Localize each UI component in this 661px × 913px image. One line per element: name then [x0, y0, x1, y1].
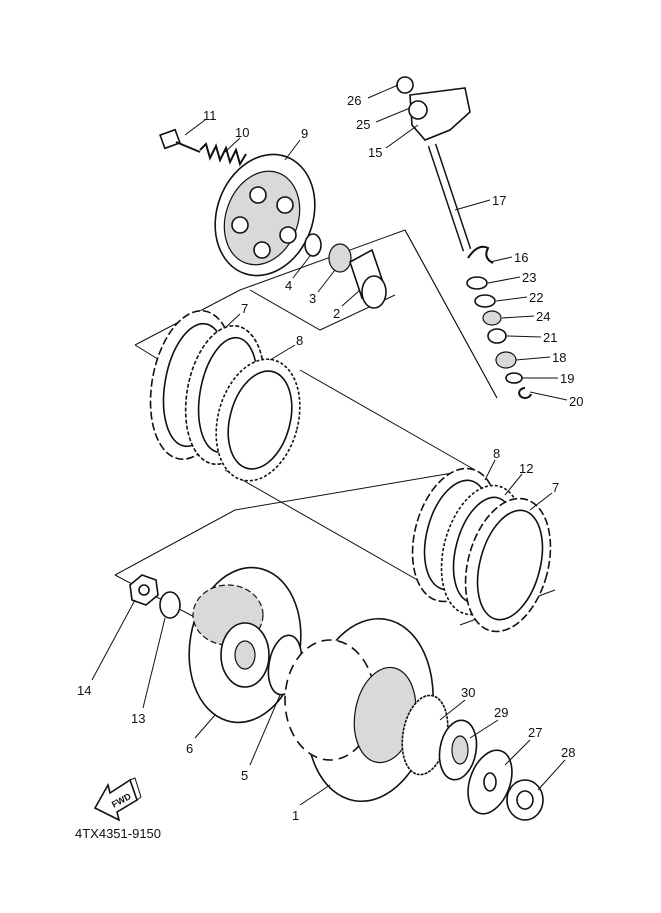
nut-hole — [138, 584, 150, 596]
washer-27 — [467, 749, 513, 815]
callout-21: 21 — [543, 330, 557, 345]
fwd-arrow-icon: FWD — [93, 777, 142, 822]
callout-6: 6 — [186, 741, 193, 756]
callout-22: 22 — [529, 290, 543, 305]
callout-23: 23 — [522, 270, 536, 285]
callout-7-lower: 7 — [552, 480, 559, 495]
callout-16: 16 — [514, 250, 528, 265]
washer — [304, 233, 322, 257]
push-rod — [349, 248, 387, 309]
callout-25: 25 — [356, 117, 370, 132]
callout-5: 5 — [241, 768, 248, 783]
callout-30: 30 — [461, 685, 475, 700]
group-outline-hub — [114, 469, 471, 576]
callout-13: 13 — [131, 711, 145, 726]
pressure-plate — [214, 153, 316, 277]
callouts: 11 10 9 26 25 15 17 16 23 22 24 21 18 19… — [77, 93, 583, 823]
callout-10: 10 — [235, 125, 249, 140]
bearing-21 — [487, 328, 507, 344]
circlip — [518, 387, 532, 399]
friction-plates-lower — [411, 467, 552, 633]
washer-19 — [505, 372, 523, 384]
part-code: 4TX4351-9150 — [75, 826, 161, 841]
spring — [199, 142, 247, 167]
callout-9: 9 — [301, 126, 308, 141]
callout-18: 18 — [552, 350, 566, 365]
callout-17: 17 — [492, 193, 506, 208]
push-lever — [396, 76, 471, 141]
callout-4: 4 — [285, 278, 292, 293]
plates-guide-bottom — [224, 469, 436, 591]
callout-15: 15 — [368, 145, 382, 160]
group-outline-hub-2 — [114, 574, 201, 621]
callout-11: 11 — [203, 108, 217, 123]
callout-7-upper: 7 — [241, 301, 248, 316]
callout-8-lower: 8 — [493, 446, 500, 461]
leader-lines — [91, 84, 568, 806]
washer-28 — [506, 779, 544, 821]
callout-3: 3 — [309, 291, 316, 306]
gear-18 — [495, 351, 517, 369]
push-lever-shaft-fill — [429, 144, 470, 251]
washer-22 — [474, 294, 496, 308]
callout-26: 26 — [347, 93, 361, 108]
callout-20: 20 — [569, 394, 583, 409]
callout-29: 29 — [494, 705, 508, 720]
group-outline-pushrod — [239, 229, 498, 399]
callout-1: 1 — [292, 808, 299, 823]
bolt — [159, 128, 201, 153]
bearing-29 — [438, 719, 478, 781]
clutch-housing — [284, 617, 449, 803]
plates-guide-top — [299, 369, 476, 471]
callout-28: 28 — [561, 745, 575, 760]
callout-24: 24 — [536, 309, 550, 324]
spring-small — [467, 245, 494, 264]
needle-bearing — [328, 243, 352, 273]
washer-23 — [466, 276, 488, 290]
callout-14: 14 — [77, 683, 91, 698]
callout-2: 2 — [333, 306, 340, 321]
callout-27: 27 — [528, 725, 542, 740]
callout-12: 12 — [519, 461, 533, 476]
oil-seal — [482, 310, 502, 326]
callout-19: 19 — [560, 371, 574, 386]
lock-washer — [159, 591, 181, 619]
friction-plates-upper — [149, 310, 301, 482]
callout-8-upper: 8 — [296, 333, 303, 348]
